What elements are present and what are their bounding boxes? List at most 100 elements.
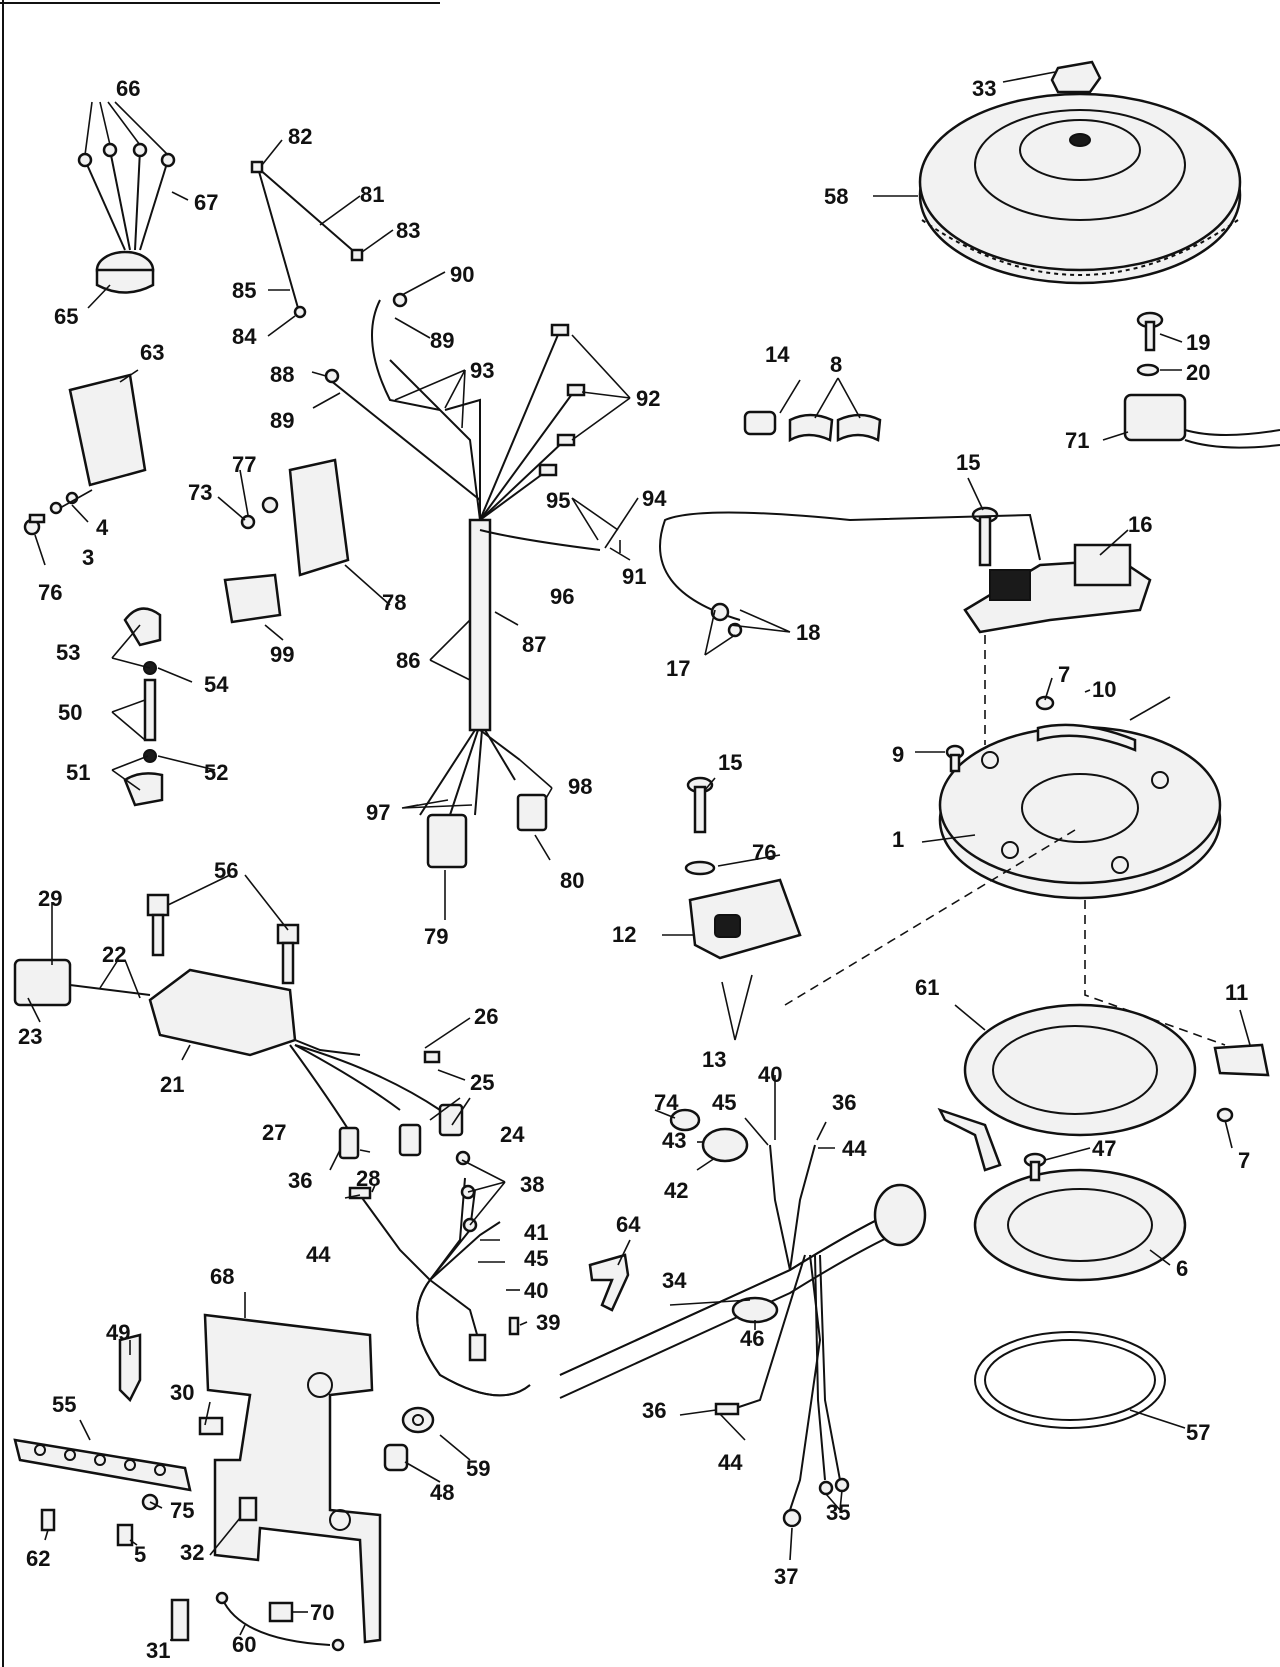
part-number: 98 bbox=[568, 774, 592, 799]
part-number: 92 bbox=[636, 386, 660, 411]
part-number: 86 bbox=[396, 648, 420, 673]
retainer-plate bbox=[973, 1168, 1187, 1282]
part-number: 52 bbox=[204, 760, 228, 785]
part-number: 32 bbox=[180, 1540, 204, 1565]
part-number: 49 bbox=[106, 1320, 130, 1345]
part-number: 71 bbox=[1065, 428, 1089, 453]
part-number: 64 bbox=[616, 1212, 641, 1237]
part-number: 25 bbox=[470, 1070, 494, 1095]
terminal-14 bbox=[743, 410, 777, 436]
part-number: 18 bbox=[796, 620, 820, 645]
part-number: 13 bbox=[702, 1047, 726, 1072]
part-number: 50 bbox=[58, 700, 82, 725]
part-number: 83 bbox=[396, 218, 420, 243]
part-number: 27 bbox=[262, 1120, 286, 1145]
part-number: 36 bbox=[642, 1398, 666, 1423]
part-number: 34 bbox=[662, 1268, 687, 1293]
main-wire-harness bbox=[329, 299, 601, 816]
terminal-bracket bbox=[288, 458, 350, 577]
part-number: 19 bbox=[1186, 330, 1210, 355]
part-number: 47 bbox=[1092, 1136, 1116, 1161]
part-number: 65 bbox=[54, 304, 78, 329]
part-number: 44 bbox=[306, 1242, 331, 1267]
part-number: 59 bbox=[466, 1456, 490, 1481]
pin-39 bbox=[508, 1316, 520, 1336]
bolts-56 bbox=[146, 893, 300, 985]
part-number: 73 bbox=[188, 480, 212, 505]
part-number: 62 bbox=[26, 1546, 50, 1571]
sensor-assembly bbox=[963, 543, 1152, 634]
part-number: 31 bbox=[146, 1638, 170, 1663]
part-number: 6 bbox=[1176, 1256, 1188, 1281]
solenoid bbox=[77, 142, 176, 294]
screw-76 bbox=[23, 513, 46, 536]
part-number: 68 bbox=[210, 1264, 234, 1289]
sleeves-8 bbox=[788, 413, 882, 443]
part-number: 90 bbox=[450, 262, 474, 287]
part-number: 38 bbox=[520, 1172, 544, 1197]
mounting-bracket bbox=[203, 1313, 382, 1644]
sensor-lead-harness bbox=[659, 511, 1041, 638]
retaining-ring bbox=[974, 1331, 1166, 1429]
part-number: 75 bbox=[170, 1498, 194, 1523]
part-number: 89 bbox=[430, 328, 454, 353]
screw-7-upper bbox=[1035, 695, 1055, 711]
part-number: 70 bbox=[310, 1600, 334, 1625]
connector-80 bbox=[516, 793, 548, 832]
terminals-24-28 bbox=[338, 1050, 464, 1160]
engine-harness bbox=[359, 1144, 927, 1511]
part-number: 55 bbox=[52, 1392, 76, 1417]
screw-9 bbox=[945, 744, 965, 773]
clip-64 bbox=[588, 1253, 630, 1312]
part-number: 88 bbox=[270, 362, 294, 387]
fuel-fitting-elbow-upper bbox=[123, 607, 162, 647]
part-number: 26 bbox=[474, 1004, 498, 1029]
part-number: 14 bbox=[765, 342, 790, 367]
part-number: 44 bbox=[842, 1136, 867, 1161]
flywheel bbox=[918, 92, 1242, 285]
alignment-lines bbox=[784, 635, 1226, 1046]
timer-base-bracket bbox=[1036, 723, 1137, 752]
part-number: 10 bbox=[1092, 677, 1116, 702]
part-number: 15 bbox=[718, 750, 742, 775]
bushing-48 bbox=[383, 1443, 409, 1472]
shim-11 bbox=[1213, 1043, 1270, 1077]
hardware-small bbox=[40, 1416, 294, 1642]
part-number: 76 bbox=[38, 580, 62, 605]
part-number: 21 bbox=[160, 1072, 184, 1097]
part-number: 76 bbox=[752, 840, 776, 865]
terminal-strip bbox=[13, 1438, 192, 1492]
power-pack bbox=[148, 968, 441, 1141]
part-number: 30 bbox=[170, 1380, 194, 1405]
part-number: 66 bbox=[116, 76, 140, 101]
part-number: 45 bbox=[524, 1246, 548, 1271]
part-number: 24 bbox=[500, 1122, 525, 1147]
charge-coil bbox=[1123, 393, 1280, 449]
rectifier bbox=[68, 373, 147, 487]
part-number: 16 bbox=[1128, 512, 1152, 537]
part-number-labels: 33 58 19 20 71 15 16 14 8 7 10 9 1 15 76… bbox=[18, 76, 1250, 1663]
part-number: 4 bbox=[96, 515, 109, 540]
screw-15-upper bbox=[971, 506, 999, 567]
part-number: 60 bbox=[232, 1632, 256, 1657]
part-number: 58 bbox=[824, 184, 848, 209]
part-number: 87 bbox=[522, 632, 546, 657]
part-number: 1 bbox=[892, 827, 904, 852]
part-number: 82 bbox=[288, 124, 312, 149]
connector-42 bbox=[701, 1127, 749, 1163]
part-number: 9 bbox=[892, 742, 904, 767]
part-number: 43 bbox=[662, 1128, 686, 1153]
part-number: 5 bbox=[134, 1542, 146, 1567]
part-number: 15 bbox=[956, 450, 980, 475]
part-number: 11 bbox=[1225, 980, 1248, 1005]
part-number: 95 bbox=[546, 488, 570, 513]
part-number: 78 bbox=[382, 590, 406, 615]
grommet-59 bbox=[401, 1406, 435, 1434]
part-number: 46 bbox=[740, 1326, 764, 1351]
part-number: 12 bbox=[612, 922, 636, 947]
part-number: 53 bbox=[56, 640, 80, 665]
part-number: 77 bbox=[232, 452, 256, 477]
stator-ring bbox=[937, 1003, 1197, 1172]
part-number: 96 bbox=[550, 584, 574, 609]
